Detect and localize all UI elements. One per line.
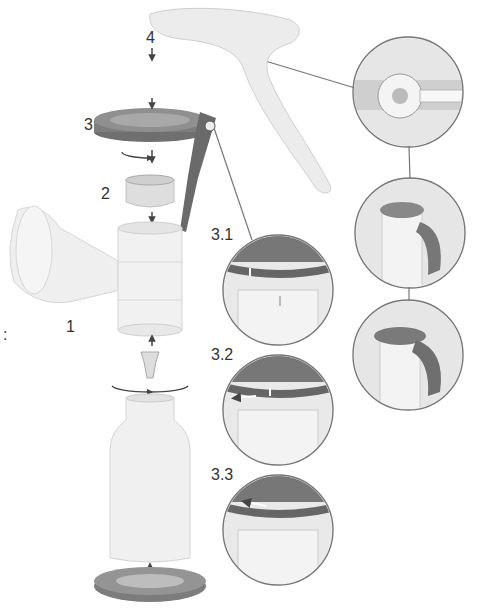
- callout-number: 3: [84, 117, 93, 133]
- callout-number: 1: [66, 319, 75, 335]
- callout-number: 2: [101, 186, 110, 202]
- callout-number: 3.1: [211, 227, 233, 243]
- callout-number: 4: [146, 30, 155, 46]
- callout-number: 3.3: [211, 467, 233, 483]
- callout-number: :: [3, 327, 7, 343]
- callout-number: 3.2: [211, 347, 233, 363]
